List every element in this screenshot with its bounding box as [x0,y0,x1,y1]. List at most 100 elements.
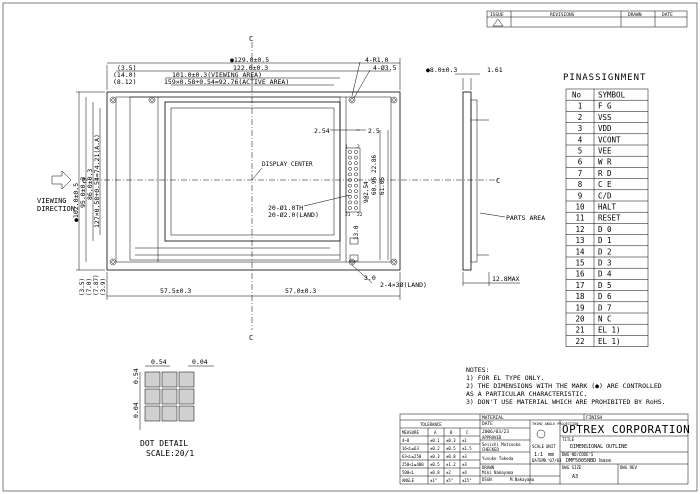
pin-hole [348,161,352,166]
drawn-by: Miki Nakayama [482,470,514,475]
tolerance-cell: ±0.5 [446,446,456,451]
pin-dimensions: 2.54 2.5 9@2.54 22.86 60.96 61.05 13.0 1… [268,127,427,289]
tolerance-cell: ANGLE [402,478,415,483]
projection-label: THIRD ANGLE PROJECTION [532,422,578,426]
unit-value: mm [548,452,554,458]
unit-label: UNIT [546,444,556,449]
dim-overall-height: ●102.0±0.5 [72,183,80,222]
pin-table-head-symbol: SYMBOL [598,91,626,100]
viewing-area [164,101,341,242]
tolerance-cell: ±1 [462,438,467,443]
dot-detail-scale: SCALE:20/1 [146,449,194,458]
dim-pin-span: 9@2.54 [363,181,370,203]
pin-hole [354,172,358,177]
pin-symbol: D 1 [598,236,612,245]
pin-hole [354,166,358,171]
pin-symbol: D 5 [598,281,612,290]
tolerance-cell: 4~8 [402,438,410,443]
pin-symbol: W R [598,158,612,167]
notes-title: NOTES: [466,366,489,374]
center-mark-left: C [82,177,86,185]
pin-symbol: F G [598,102,612,111]
dot-cell [144,388,161,405]
tolerance-label: TOLERANCE [420,422,442,427]
tolerance-cell: ±0.1 [430,438,440,443]
pin-number: 7 [578,169,583,178]
pin-hole [348,183,352,188]
viewing-direction-arrow-icon [51,170,72,190]
approved-label: APPROVED [482,435,502,440]
dwg-number: DMF5005NBD base [566,458,611,464]
scale-label: SCALE [532,444,545,449]
pin-label-22: 22 [357,212,363,218]
center-mark-right: C [496,177,500,185]
dim-max-thickness: 12.8MAX [492,275,519,283]
pin-header [345,147,361,262]
dim-bezel-width: 122.0±0.3 [233,64,268,72]
finish-label: FINISH [586,415,603,421]
tolerance-cell: ±3 [462,454,467,459]
measure-label: MEASURE [402,430,419,435]
pin-hole [354,155,358,160]
pin-number: 19 [575,303,584,312]
land-pad [349,237,359,245]
dim-left-a: (3.5) [117,64,137,72]
dot-height: 0.54 [132,368,140,384]
pin-hole [348,172,352,177]
title-label: TITLE [562,437,575,442]
pin-number: 8 [578,180,583,189]
dim-bottom-b: (7.0) [86,278,93,296]
pin-number: 18 [575,292,585,301]
front-view: C C C C DISPLAY CENTER [82,35,500,342]
pin-number: 21 [575,326,584,335]
pin-hole [348,189,352,194]
pin-symbol: D 0 [598,225,612,234]
dot-grid [144,371,195,422]
dot-cell [178,405,195,422]
tolerance-cell: ±0.2 [430,446,440,451]
tolerance-cell: ±0.8 [430,470,440,475]
pin-hole [348,206,352,210]
parts-area-label: PARTS AREA [506,214,545,222]
dim-pin-total: 22.86 [371,155,378,173]
side-view-outline [462,91,472,271]
tolerance-cell: 16<L≤63 [402,446,419,451]
dim-overall-width: ●129.0±0.5 [230,56,269,64]
note-1: 1) FOR EL TYPE ONLY. [466,374,544,382]
pin-hole [348,150,352,154]
note-2: 2) THE DIMENSIONS WITH THE MARK (●) ARE … [466,382,662,390]
dim-active-height: 127×0.58+0.54=74.21(A.A) [93,134,101,228]
module-outline [106,91,401,271]
tolerance-cell: ±0.3 [446,438,456,443]
pin-symbol: R D [598,169,612,178]
dim-step: 1.61 [487,66,503,74]
pin-symbol: D 2 [598,247,612,256]
drawing-title: DIMENSIONAL OUTLINE [570,444,627,450]
dwg-size-value: A3 [572,474,578,480]
pin-label-21: 21 [345,212,351,218]
dim-pin-down: 13.0 [353,225,360,240]
dim-bottom-a: (3.5) [79,278,86,296]
side-view: ●8.0±0.3 1.61 PARTS AREA 12.8MAX [426,66,545,286]
dot-cell [178,371,195,388]
tolerance-cell: ±5° [446,478,453,483]
dwg-label: DWG NO/CODE'S [562,452,594,457]
dot-detail: 0.54 0.04 0.54 0.04 DOT DETAIL SCALE:20/… [132,358,214,458]
bottom-dimensions: 57.5±0.3 57.0±0.3 [106,272,401,300]
pin-number: 16 [575,270,585,279]
dot-cell [161,388,178,405]
active-area [170,107,335,236]
viewing-direction-line1: VIEWING [37,197,67,205]
display-center-label: DISPLAY CENTER [262,161,313,168]
approved-date: 2006/03/23 [482,429,509,435]
projection-symbol-icon [536,429,546,439]
pin-number: 14 [575,247,585,256]
dim-thickness: ●8.0±0.3 [426,66,457,74]
pin-hole [348,200,352,205]
pin-hole [348,155,352,160]
land-note: 20-Ø2.0(LAND) [268,211,319,219]
